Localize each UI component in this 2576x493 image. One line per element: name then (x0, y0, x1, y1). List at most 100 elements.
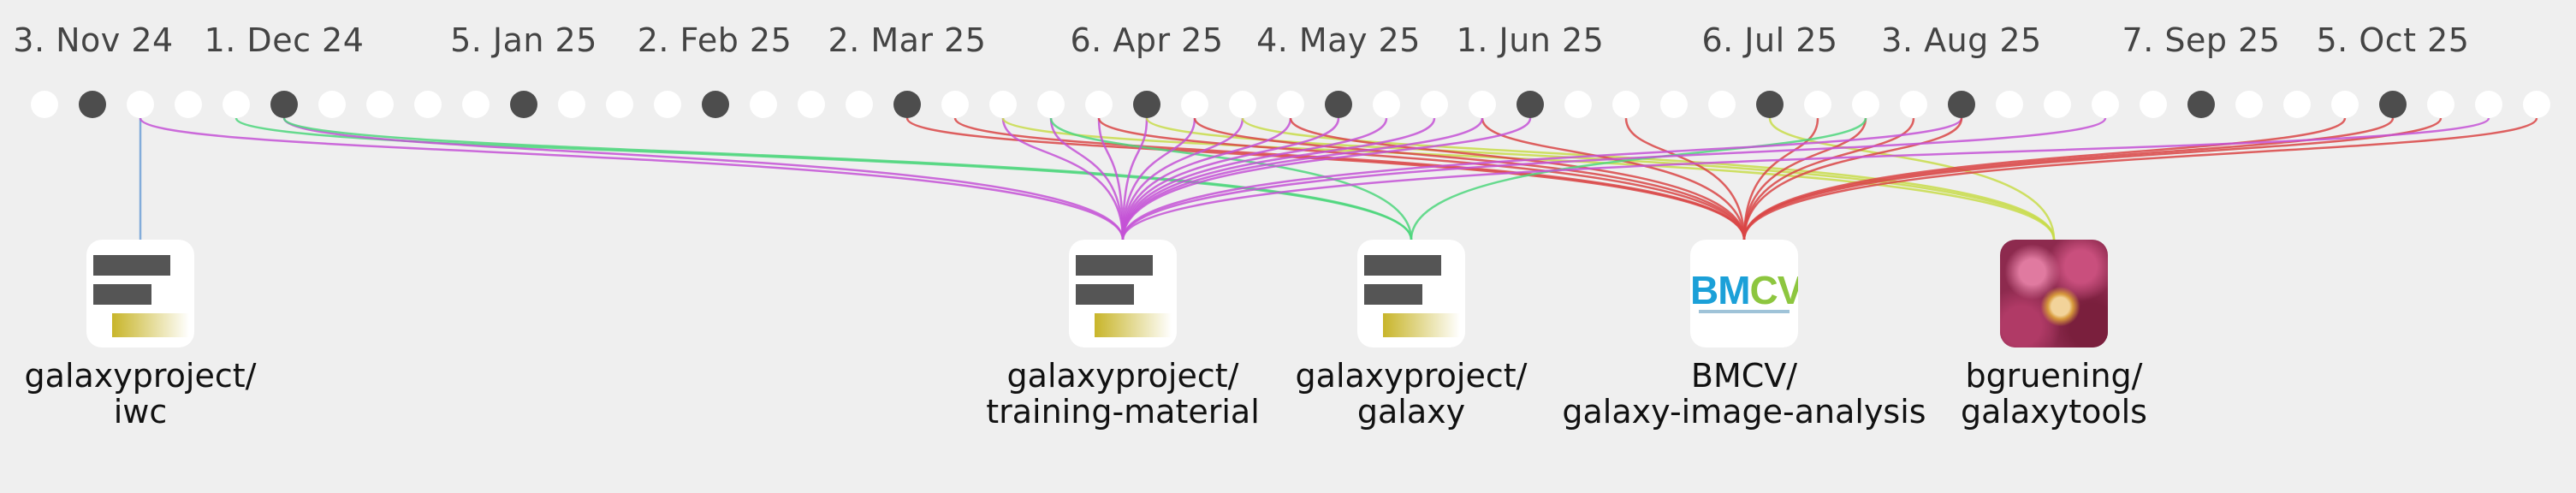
week-marker[interactable] (127, 91, 154, 118)
contribution-link (1121, 117, 1340, 241)
contribution-link (1121, 117, 1196, 241)
week-marker[interactable] (1421, 91, 1448, 118)
week-marker-active[interactable] (2379, 91, 2407, 118)
week-marker[interactable] (941, 91, 969, 118)
week-marker-active[interactable] (893, 91, 921, 118)
contribution-link (1193, 117, 1746, 241)
repo-training-material[interactable]: galaxyproject/ training-material (935, 240, 1311, 430)
week-marker[interactable] (1229, 91, 1256, 118)
contribution-link (1624, 117, 1746, 241)
contribution-link (282, 117, 1125, 241)
galaxy-logo-icon (1069, 240, 1177, 347)
contribution-link (1121, 117, 1149, 241)
date-label: 5. Oct 25 (2316, 21, 2470, 59)
week-marker[interactable] (989, 91, 1017, 118)
week-marker-active[interactable] (1756, 91, 1784, 118)
week-marker-active[interactable] (1948, 91, 1975, 118)
contribution-link (1768, 117, 2056, 241)
repo-galaxy[interactable]: galaxyproject/ galaxy (1223, 240, 1600, 430)
date-label: 2. Mar 25 (828, 21, 987, 59)
week-marker[interactable] (366, 91, 394, 118)
week-marker-active[interactable] (2187, 91, 2215, 118)
week-marker[interactable] (462, 91, 490, 118)
repo-galaxy-image-analysis[interactable]: BMCV BMCV/ galaxy-image-analysis (1556, 240, 1932, 430)
week-marker-active[interactable] (510, 91, 537, 118)
week-marker[interactable] (2140, 91, 2167, 118)
contribution-link (1121, 117, 1292, 241)
week-marker-active[interactable] (1325, 91, 1352, 118)
week-marker-active[interactable] (702, 91, 729, 118)
contribution-link (282, 117, 1413, 241)
repo-title: galaxy (1356, 393, 1466, 431)
week-marker[interactable] (1612, 91, 1640, 118)
contribution-link (234, 117, 1413, 241)
bmcv-logo-bm: BM (1690, 268, 1751, 312)
contribution-link (139, 117, 1125, 241)
week-marker-active[interactable] (270, 91, 298, 118)
week-marker[interactable] (1277, 91, 1304, 118)
week-marker[interactable] (414, 91, 442, 118)
week-marker[interactable] (1900, 91, 1927, 118)
week-marker[interactable] (2092, 91, 2119, 118)
week-marker[interactable] (606, 91, 633, 118)
contribution-link (1121, 116, 2490, 241)
date-label: 6. Apr 25 (1070, 21, 1224, 59)
repo-name: galaxyproject/ galaxy (1223, 358, 1600, 430)
week-marker[interactable] (1469, 91, 1496, 118)
contribution-link (1049, 117, 1125, 241)
week-marker[interactable] (654, 91, 681, 118)
repo-owner: galaxyproject/ (1006, 357, 1239, 395)
date-label: 3. Nov 24 (13, 21, 174, 59)
week-marker[interactable] (1708, 91, 1736, 118)
repo-owner: bgruening/ (1965, 357, 2143, 395)
week-marker[interactable] (31, 91, 58, 118)
week-marker[interactable] (2475, 91, 2502, 118)
week-marker[interactable] (223, 91, 250, 118)
repo-title: galaxy-image-analysis (1562, 393, 1926, 431)
week-marker[interactable] (1373, 91, 1400, 118)
week-marker[interactable] (1804, 91, 1831, 118)
week-marker[interactable] (2523, 91, 2550, 118)
week-marker[interactable] (175, 91, 202, 118)
repo-owner: galaxyproject/ (1295, 357, 1528, 395)
contribution-link (1001, 117, 1125, 241)
contribution-link (1121, 117, 1484, 241)
week-marker[interactable] (2235, 91, 2263, 118)
week-marker[interactable] (1564, 91, 1592, 118)
week-marker[interactable] (2427, 91, 2454, 118)
week-marker[interactable] (1996, 91, 2023, 118)
week-marker[interactable] (750, 91, 777, 118)
week-marker[interactable] (1181, 91, 1208, 118)
date-label: 1. Jun 25 (1456, 21, 1605, 59)
contribution-link (1121, 117, 1963, 241)
week-marker[interactable] (798, 91, 825, 118)
date-label: 2. Feb 25 (637, 21, 792, 59)
repo-name: galaxyproject/ training-material (935, 358, 1311, 430)
date-label: 6. Jul 25 (1701, 21, 1838, 59)
week-marker[interactable] (846, 91, 873, 118)
contribution-link (1121, 117, 1244, 241)
week-marker[interactable] (1852, 91, 1879, 118)
contribution-link (1410, 117, 1867, 241)
repo-iwc[interactable]: galaxyproject/ iwc (0, 240, 329, 430)
repo-title: galaxytools (1961, 393, 2147, 431)
contribution-link (1742, 117, 1963, 241)
week-marker[interactable] (1037, 91, 1065, 118)
contribution-link (1289, 117, 1746, 241)
contribution-link (1121, 117, 1388, 241)
week-marker[interactable] (2331, 91, 2359, 118)
week-marker-active[interactable] (79, 91, 106, 118)
repo-galaxytools[interactable]: bgruening/ galaxytools (1866, 240, 2242, 430)
week-marker[interactable] (2044, 91, 2071, 118)
repo-owner: galaxyproject/ (24, 357, 257, 395)
week-marker-active[interactable] (1133, 91, 1160, 118)
week-marker[interactable] (1085, 91, 1113, 118)
week-marker[interactable] (2283, 91, 2311, 118)
week-markers (31, 91, 2550, 118)
week-marker[interactable] (1660, 91, 1688, 118)
week-marker[interactable] (558, 91, 585, 118)
week-marker[interactable] (318, 91, 346, 118)
repo-name: BMCV/ galaxy-image-analysis (1556, 358, 1932, 430)
week-marker-active[interactable] (1517, 91, 1544, 118)
